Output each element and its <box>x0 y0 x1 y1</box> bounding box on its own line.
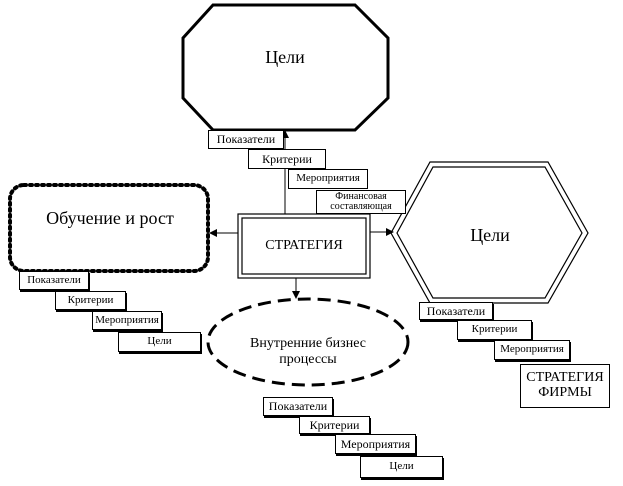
bottom-activities-box: Мероприятия <box>335 434 416 454</box>
learning-growth-shape <box>8 183 210 273</box>
right-goals-hexagon-inner <box>396 166 583 299</box>
strategy-title: СТРАТЕГИЯ <box>265 237 343 253</box>
left-criteria-box: Критерии <box>55 291 126 310</box>
bottom-goals-box: Цели <box>360 456 443 478</box>
right-activities-box: Мероприятия <box>494 340 570 360</box>
right-goals-title: Цели <box>470 224 510 245</box>
internal-processes-title: Внутренние бизнес процессы <box>250 335 366 367</box>
learning-growth-title: Обучение и рост <box>46 207 174 228</box>
right-indicators-box: Показатели <box>419 302 493 320</box>
bottom-indicators-box: Показатели <box>263 397 333 416</box>
top-goals-octagon <box>181 3 390 132</box>
strategy-box-inner <box>241 217 367 275</box>
strategy-box-outer <box>237 213 371 279</box>
financial-component-box: Финансовая составляющая <box>316 190 406 214</box>
left-activities-box: Мероприятия <box>92 311 162 330</box>
top-indicators-box: Показатели <box>208 130 284 149</box>
right-criteria-box: Критерии <box>457 320 532 340</box>
bottom-criteria-box: Критерии <box>299 416 370 434</box>
internal-processes-ellipse <box>206 297 410 387</box>
left-indicators-box: Показатели <box>19 271 89 290</box>
top-goals-title: Цели <box>265 46 305 67</box>
top-activities-box: Мероприятия <box>288 169 368 189</box>
top-criteria-box: Критерии <box>248 149 326 169</box>
firm-strategy-box: СТРАТЕГИЯ ФИРМЫ <box>520 364 610 408</box>
left-goals-box: Цели <box>118 332 201 352</box>
